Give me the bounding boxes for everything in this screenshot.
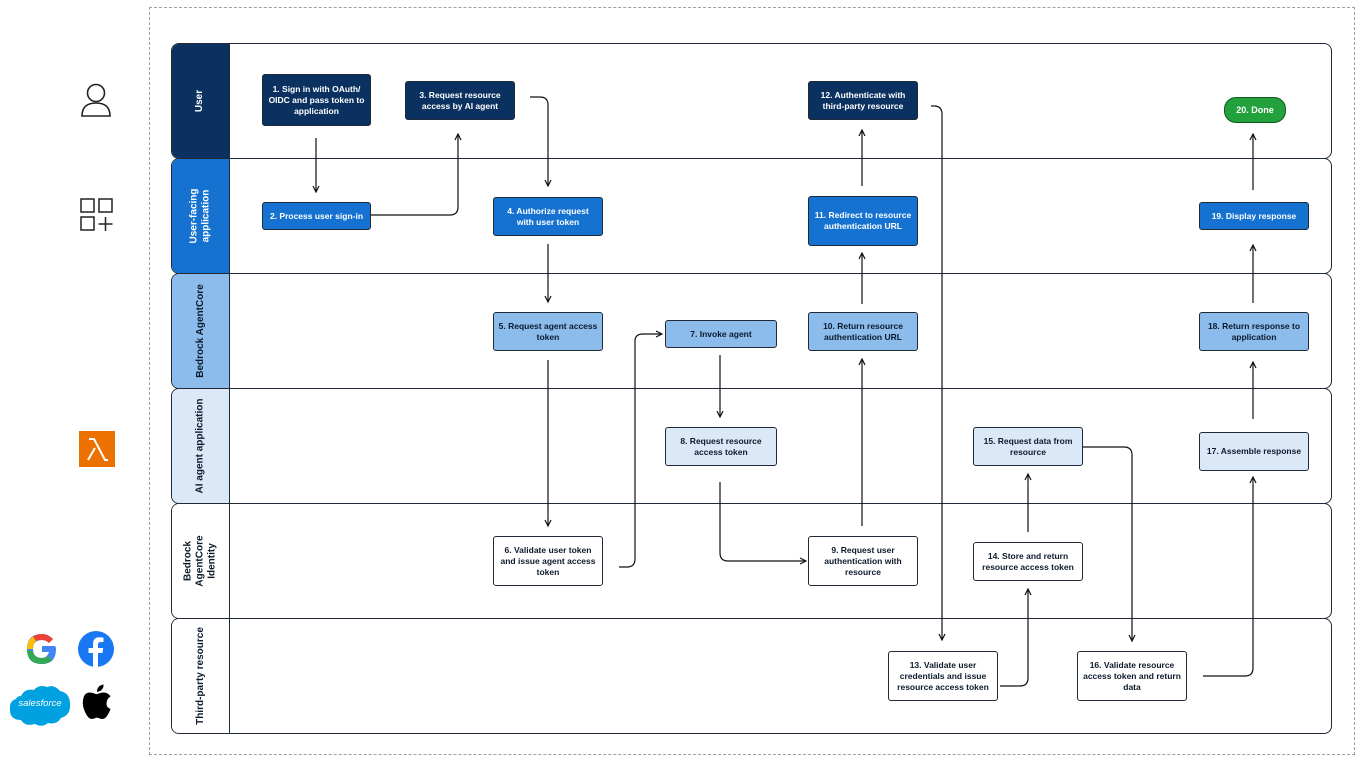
arrow-15-to-16 bbox=[1083, 446, 1132, 641]
step-label: 12. Authenticate with third-party resour… bbox=[820, 89, 906, 111]
step-3-request-resource-access: 3. Request resource access by AI agent bbox=[405, 81, 515, 120]
lane-header-ai-agent-application: AI agent application bbox=[172, 389, 230, 503]
step-5-request-agent-token: 5. Request agent access token bbox=[493, 312, 603, 351]
step-1-sign-in: 1. Sign in with OAuth/ OIDC and pass tok… bbox=[262, 74, 371, 126]
step-19-display-response: 19. Display response bbox=[1199, 202, 1309, 230]
lane-header-user-facing-application: User-facing application bbox=[172, 159, 230, 273]
step-label: 3. Request resource access by AI agent bbox=[419, 89, 501, 111]
step-label: 6. Validate user token and issue agent a… bbox=[500, 544, 596, 577]
step-16-validate-return-data: 16. Validate resource access token and r… bbox=[1077, 651, 1187, 701]
facebook-icon bbox=[78, 631, 114, 667]
step-label: 9. Request user authentication with reso… bbox=[824, 544, 902, 577]
arrow-12-to-13 bbox=[931, 105, 942, 640]
lane-ai-agent-application: AI agent application bbox=[171, 388, 1332, 504]
lane-user-facing-application: User-facing application bbox=[171, 158, 1332, 274]
arrow-3-to-4 bbox=[530, 96, 548, 186]
step-4-authorize-request: 4. Authorize request with user token bbox=[493, 197, 603, 236]
step-18-return-response: 18. Return response to application bbox=[1199, 312, 1309, 351]
step-label: 7. Invoke agent bbox=[690, 328, 752, 339]
step-10-return-auth-url: 10. Return resource authentication URL bbox=[808, 312, 918, 351]
arrow-6-to-7 bbox=[619, 334, 662, 568]
step-8-request-resource-token: 8. Request resource access token bbox=[665, 427, 777, 466]
lane-header-user: User bbox=[172, 44, 230, 158]
step-label: 20. Done bbox=[1236, 105, 1274, 115]
step-label: 8. Request resource access token bbox=[680, 435, 762, 457]
arrow-2-to-3 bbox=[371, 134, 458, 216]
step-label: 5. Request agent access token bbox=[498, 320, 598, 342]
step-label: 17. Assemble response bbox=[1206, 446, 1302, 456]
step-label: 4. Authorize request with user token bbox=[507, 205, 589, 227]
step-9-request-user-auth: 9. Request user authentication with reso… bbox=[808, 536, 918, 586]
step-label: 19. Display response bbox=[1211, 210, 1297, 221]
arrow-8-to-9 bbox=[719, 482, 806, 561]
step-13-validate-credentials: 13. Validate user credentials and issue … bbox=[888, 651, 998, 701]
step-label: 13. Validate user credentials and issue … bbox=[897, 659, 989, 692]
step-15-request-data: 15. Request data from resource bbox=[973, 427, 1083, 466]
lane-header-bedrock-agentcore: Bedrock AgentCore bbox=[172, 274, 230, 388]
step-label: 11. Redirect to resource authentication … bbox=[814, 210, 912, 231]
step-11-redirect-auth-url: 11. Redirect to resource authentication … bbox=[808, 196, 918, 246]
salesforce-icon: salesforce bbox=[7, 683, 73, 727]
step-17-assemble-response: 17. Assemble response bbox=[1199, 432, 1309, 471]
step-label: 14. Store and return resource access tok… bbox=[982, 550, 1074, 572]
lambda-icon bbox=[79, 431, 115, 467]
step-14-store-return-token: 14. Store and return resource access tok… bbox=[973, 542, 1083, 581]
step-label: 1. Sign in with OAuth/ OIDC and pass tok… bbox=[268, 83, 365, 116]
step-label: 10. Return resource authentication URL bbox=[823, 320, 903, 342]
lane-header-bedrock-agentcore-identity: Bedrock AgentCore Identity bbox=[172, 504, 230, 618]
salesforce-wordmark: salesforce bbox=[18, 698, 62, 709]
step-12-authenticate-third-party: 12. Authenticate with third-party resour… bbox=[808, 81, 918, 120]
step-label: 15. Request data from resource bbox=[983, 435, 1073, 457]
lane-header-third-party-resource: Third-party resource bbox=[172, 619, 230, 733]
step-20-done: 20. Done bbox=[1224, 97, 1286, 123]
step-6-validate-user-token: 6. Validate user token and issue agent a… bbox=[493, 536, 603, 586]
step-7-invoke-agent: 7. Invoke agent bbox=[665, 320, 777, 348]
google-icon bbox=[27, 634, 56, 664]
apple-icon bbox=[82, 684, 111, 719]
step-label: 16. Validate resource access token and r… bbox=[1083, 659, 1181, 692]
step-2-process-sign-in: 2. Process user sign-in bbox=[262, 202, 371, 230]
user-icon bbox=[81, 83, 111, 117]
app-grid-icon bbox=[80, 198, 113, 231]
step-label: 2. Process user sign-in bbox=[269, 210, 364, 221]
diagram-boundary bbox=[149, 7, 1355, 755]
step-label: 18. Return response to application bbox=[1207, 320, 1301, 342]
arrow-16-to-17 bbox=[1203, 477, 1253, 677]
arrow-13-to-14 bbox=[1000, 589, 1028, 687]
